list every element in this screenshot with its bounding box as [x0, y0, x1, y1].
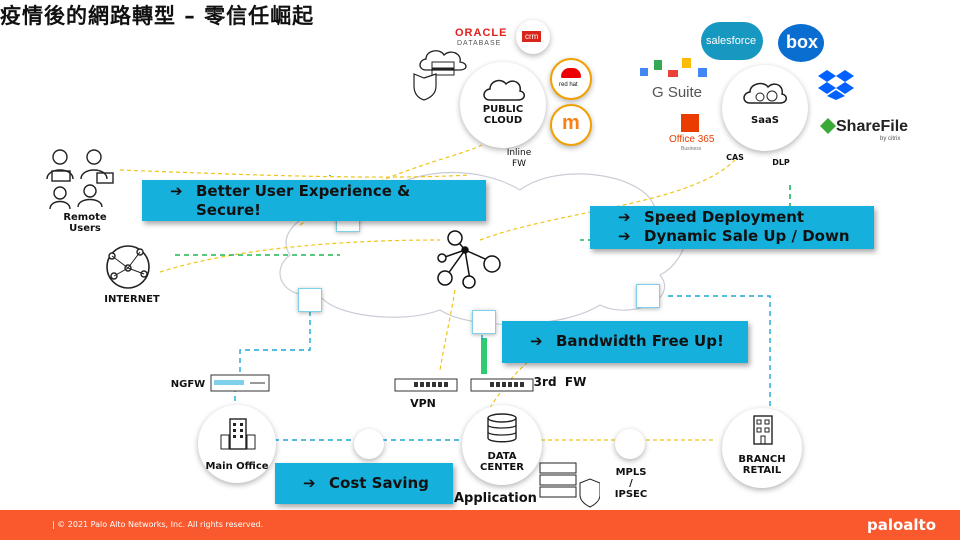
remote-users-label: Remote Users: [63, 212, 107, 234]
data-center-label: DATA CENTER: [480, 451, 524, 473]
redhat-logo: red hat: [550, 58, 592, 100]
citrix-text: by citrix: [880, 136, 901, 142]
internet-globe-icon: [106, 245, 150, 289]
saas-label: SaaS: [751, 115, 779, 126]
vpn-switch-icon: [394, 378, 458, 392]
box-logo: [778, 24, 824, 62]
arrow-icon: ➔: [530, 332, 543, 350]
mpls-router-node: [615, 429, 645, 459]
footer-bar: | © 2021 Palo Alto Networks, Inc. All ri…: [0, 510, 960, 540]
public-cloud-node[interactable]: PUBLIC CLOUD: [460, 62, 546, 148]
moodle-logo: m: [550, 104, 592, 146]
ngfw-appliance-icon: [210, 374, 270, 392]
arrow-icon: ➔: [618, 227, 631, 245]
remote-users-icon: [46, 149, 114, 210]
office365-icon: [681, 114, 699, 132]
oracle-logo: ORACLE: [455, 27, 508, 39]
oracle-database-text: DATABASE: [457, 40, 502, 47]
wildfire-icon-center: [472, 310, 496, 334]
third-fw-label: 3rd FW: [533, 375, 587, 389]
network-hub-icon: [437, 230, 501, 289]
data-center-node[interactable]: DATA CENTER: [462, 405, 542, 485]
cloud-server-icon: [413, 50, 467, 101]
cloud-gear-icon: [743, 82, 787, 104]
connection-diagram: [119, 144, 791, 446]
dropbox-logo: [818, 70, 854, 100]
cas-label: CAS: [726, 153, 744, 162]
internet-label: INTERNET: [104, 294, 160, 305]
office365-logo: Office 365: [669, 134, 715, 145]
crm-logo: crm: [516, 20, 550, 54]
page-title: 疫情後的網路轉型 – 零信任崛起: [0, 4, 315, 28]
arrow-icon: ➔: [303, 474, 316, 492]
branch-building-icon: [753, 415, 773, 445]
application-server-icon: [539, 462, 600, 508]
google-apps-icons: [640, 58, 712, 80]
ngfw-label: NGFW: [170, 379, 206, 390]
vpn-label: VPN: [410, 397, 436, 410]
dlp-label: DLP: [772, 158, 790, 167]
arrow-icon: ➔: [618, 208, 631, 226]
cloud-icon: [483, 79, 525, 101]
salesforce-text: salesforce: [706, 35, 757, 47]
third-fw-switch-icon: [470, 378, 534, 392]
main-office-label: Main Office: [205, 461, 269, 472]
branch-retail-label: BRANCH RETAIL: [738, 454, 786, 476]
office365-business-text: Business: [681, 146, 702, 152]
building-icon: [220, 418, 256, 450]
saas-node[interactable]: SaaS: [722, 65, 808, 151]
gsuite-logo: G Suite: [652, 84, 703, 101]
box-text: box: [786, 32, 819, 52]
database-icon: [487, 413, 517, 443]
paloalto-logo: paloalto: [866, 516, 936, 534]
wildfire-icon-right: [636, 284, 660, 308]
sharefile-logo: ShareFile: [836, 118, 909, 135]
copyright-text: | © 2021 Palo Alto Networks, Inc. All ri…: [52, 520, 264, 529]
public-cloud-label: PUBLIC CLOUD: [482, 104, 524, 126]
arrow-icon: ➔: [170, 182, 183, 200]
callout-bandwidth: ➔Bandwidth Free Up!: [502, 321, 748, 363]
callout-speed-deployment: ➔Speed Deployment ➔Dynamic Sale Up / Dow…: [590, 206, 874, 249]
callout-cost-saving: ➔Cost Saving: [275, 463, 453, 504]
callout-user-experience: ➔Better User Experience & Secure!: [142, 180, 486, 221]
sharefile-icon: [820, 118, 836, 134]
branch-retail-node[interactable]: BRANCH RETAIL: [722, 408, 802, 488]
application-label: Application: [454, 491, 537, 506]
wildfire-icon-left: [298, 288, 322, 312]
router-node-left: [354, 429, 384, 459]
salesforce-logo: [701, 22, 763, 60]
mpls-label: MPLS / IPSEC: [614, 467, 648, 500]
main-office-node[interactable]: Main Office: [198, 405, 276, 483]
inline-fw-label: Inline FW: [506, 148, 532, 169]
